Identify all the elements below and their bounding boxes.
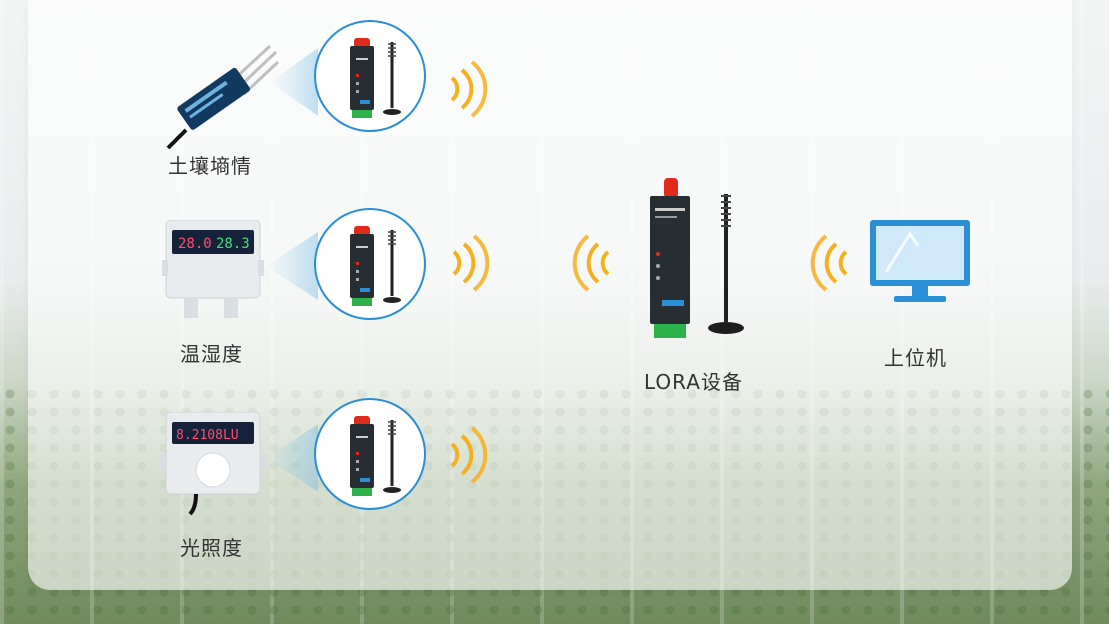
signal-icon-temphum — [452, 234, 490, 292]
display-hum: 28.3 — [216, 236, 250, 252]
lora-module-icon — [350, 416, 401, 496]
light-sensor-icon: 8.2108LU — [160, 412, 266, 516]
node-label-soil: 土壤墒情 — [168, 154, 252, 178]
signal-icon-light — [450, 426, 488, 484]
lora-module-circle-soil — [314, 20, 426, 132]
lora-module-circle-temphum — [314, 208, 426, 320]
lora-module-circle-light — [314, 398, 426, 510]
soil-sensor-icon — [166, 44, 280, 150]
node-label-temphum: 温湿度 — [180, 342, 243, 366]
monitor-icon — [870, 220, 970, 302]
temperature-humidity-sensor-icon: 28.0 28.3 — [162, 220, 264, 318]
lora-gateway-icon — [650, 178, 744, 338]
signal-icon-gateway-in — [572, 234, 610, 292]
display-lux: 8.2108LU — [176, 428, 239, 443]
gateway-label: LORA设备 — [644, 370, 743, 394]
signal-icon-host-in — [810, 234, 848, 292]
signal-icon-soil — [450, 60, 488, 118]
host-label: 上位机 — [884, 346, 947, 370]
lora-module-icon — [350, 226, 401, 306]
lora-module-icon — [350, 38, 401, 118]
node-label-light: 光照度 — [180, 536, 243, 560]
display-temp: 28.0 — [178, 236, 212, 252]
